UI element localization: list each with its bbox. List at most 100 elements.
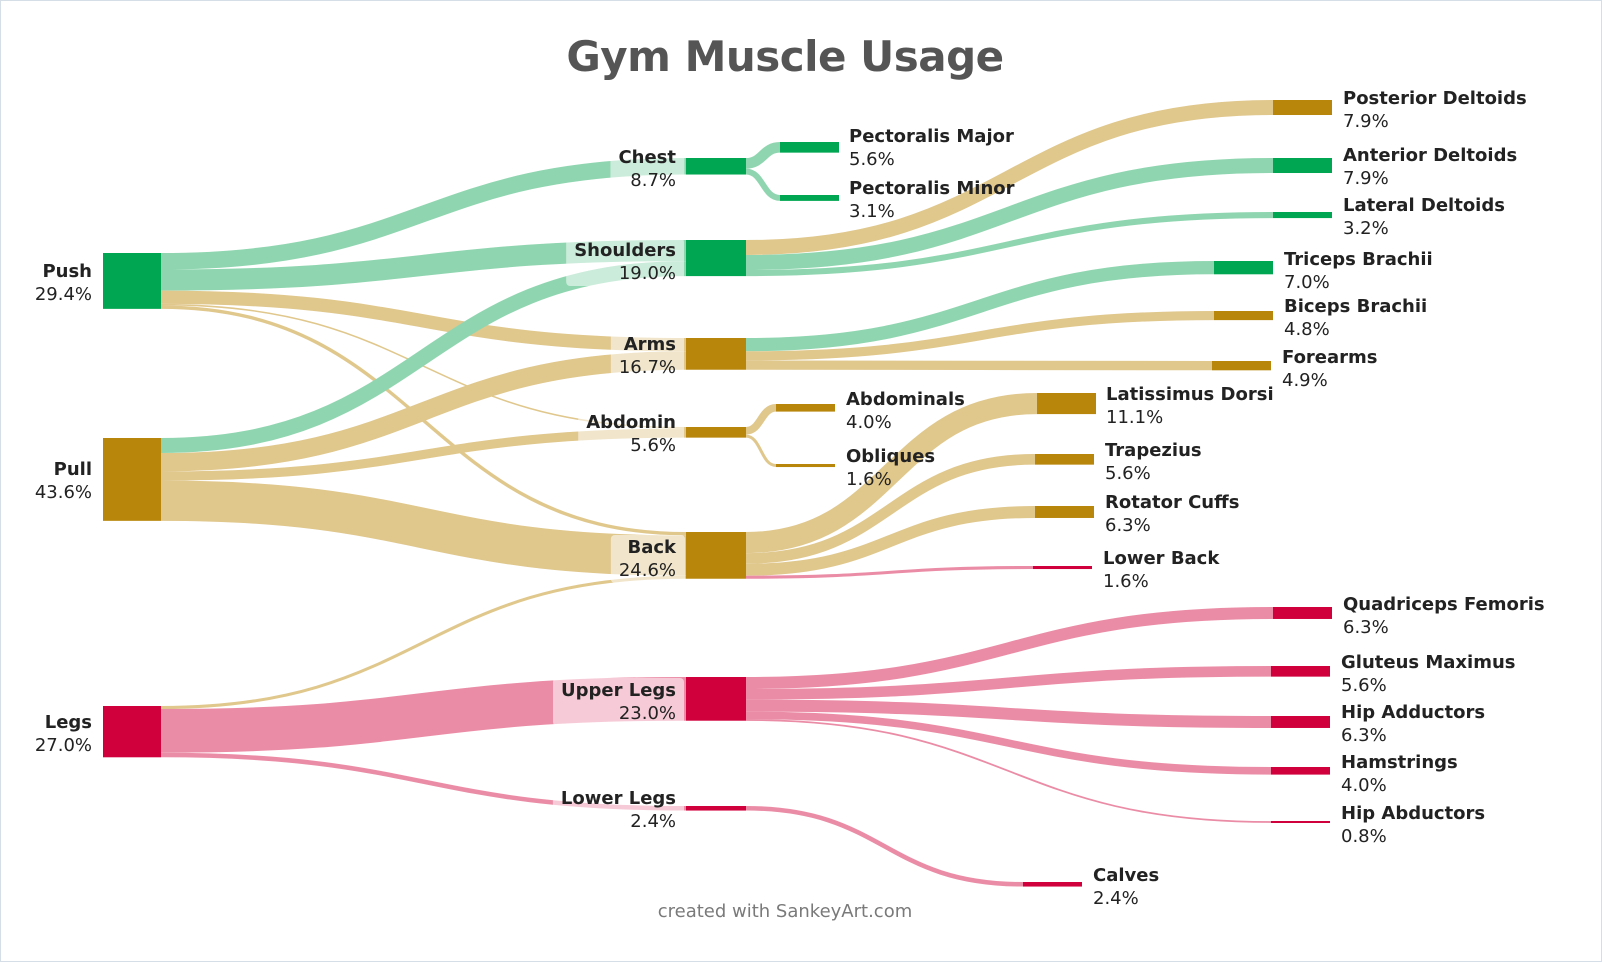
link-upperlegs-hipadd xyxy=(745,699,1272,728)
link-upperlegs-glutes xyxy=(745,666,1272,700)
node-abdomin xyxy=(686,427,746,438)
node-obliques xyxy=(776,464,835,468)
label-value-lowerlegs: 2.4% xyxy=(630,811,676,832)
label-name-quads: Quadriceps Femoris xyxy=(1343,594,1545,615)
label-value-postdelt: 7.9% xyxy=(1343,111,1389,132)
node-chest xyxy=(686,158,746,175)
link-back-rotator xyxy=(745,506,1036,576)
label-value-arms: 16.7% xyxy=(619,357,676,378)
label-value-latdelt: 3.2% xyxy=(1343,218,1389,239)
link-chest-pecmin xyxy=(745,168,781,201)
node-trapezius xyxy=(1035,454,1094,465)
label-name-trapezius: Trapezius xyxy=(1105,440,1202,461)
nodes-layer xyxy=(103,100,1332,887)
label-name-biceps: Biceps Brachii xyxy=(1284,296,1427,317)
node-quads xyxy=(1273,607,1332,619)
label-name-back: Back xyxy=(627,537,677,558)
credit-text: created with SankeyArt.com xyxy=(657,901,913,922)
link-back-lowerback xyxy=(745,566,1034,579)
link-abdomin-abdominals xyxy=(745,404,777,435)
link-shoulders-postdelt xyxy=(745,100,1274,256)
node-lowerback xyxy=(1033,566,1092,570)
label-value-pecmaj: 5.6% xyxy=(849,149,895,170)
label-name-hipadd: Hip Adductors xyxy=(1341,702,1485,723)
label-value-abdominals: 4.0% xyxy=(846,412,892,433)
link-arms-biceps xyxy=(745,311,1215,361)
label-value-calves: 2.4% xyxy=(1093,888,1139,909)
node-biceps xyxy=(1214,311,1273,321)
label-value-forearms: 4.9% xyxy=(1282,370,1328,391)
node-hamstrings xyxy=(1271,767,1330,775)
node-postdelt xyxy=(1273,100,1332,116)
label-value-glutes: 5.6% xyxy=(1341,675,1387,696)
label-bg-shoulders xyxy=(566,238,684,286)
label-value-lowerback: 1.6% xyxy=(1103,571,1149,592)
link-legs-back xyxy=(160,575,687,710)
label-name-hipabd: Hip Abductors xyxy=(1341,803,1485,824)
label-name-pecmaj: Pectoralis Major xyxy=(849,126,1014,147)
node-hipabd xyxy=(1271,821,1330,823)
label-name-triceps: Triceps Brachii xyxy=(1284,249,1433,270)
link-push-chest xyxy=(160,158,687,270)
label-value-legs: 27.0% xyxy=(35,735,92,756)
link-push-arms xyxy=(160,290,687,352)
label-value-hipabd: 0.8% xyxy=(1341,826,1387,847)
chart-title: Gym Muscle Usage xyxy=(566,32,1004,81)
label-name-antdelt: Anterior Deltoids xyxy=(1343,145,1517,166)
label-bg-arms xyxy=(610,332,684,380)
node-pull xyxy=(103,438,161,521)
node-forearms xyxy=(1212,361,1271,371)
node-rotator xyxy=(1035,506,1094,518)
node-antdelt xyxy=(1273,158,1332,174)
label-name-arms: Arms xyxy=(624,334,676,355)
label-value-pecmin: 3.1% xyxy=(849,201,895,222)
link-pull-arms xyxy=(160,351,687,472)
label-name-pull: Pull xyxy=(54,459,92,480)
label-name-chest: Chest xyxy=(618,147,676,168)
node-back xyxy=(686,532,746,579)
label-backgrounds xyxy=(552,145,686,834)
link-lowerlegs-calves xyxy=(745,806,1024,887)
label-name-obliques: Obliques xyxy=(846,446,935,467)
label-value-rotator: 6.3% xyxy=(1105,515,1151,536)
label-name-lowerlegs: Lower Legs xyxy=(561,788,676,809)
label-bg-back xyxy=(610,535,686,583)
link-arms-triceps xyxy=(745,261,1215,352)
label-value-triceps: 7.0% xyxy=(1284,272,1330,293)
label-value-pull: 43.6% xyxy=(35,482,92,503)
link-back-latdorsi xyxy=(745,393,1038,554)
node-legs xyxy=(103,706,161,758)
node-arms xyxy=(686,338,746,370)
node-shoulders xyxy=(686,240,746,277)
label-name-forearms: Forearms xyxy=(1282,347,1378,368)
label-name-push: Push xyxy=(42,261,92,282)
node-pecmin xyxy=(780,195,839,201)
label-value-abdomin: 5.6% xyxy=(630,435,676,456)
link-back-trapezius xyxy=(745,454,1036,564)
label-value-shoulders: 19.0% xyxy=(619,263,676,284)
label-name-postdelt: Posterior Deltoids xyxy=(1343,88,1527,109)
label-name-hamstrings: Hamstrings xyxy=(1341,752,1458,773)
label-name-upperlegs: Upper Legs xyxy=(561,680,676,701)
label-value-antdelt: 7.9% xyxy=(1343,168,1389,189)
label-value-hamstrings: 4.0% xyxy=(1341,775,1387,796)
label-name-abdomin: Abdomin xyxy=(586,412,676,433)
label-bg-chest xyxy=(610,145,685,193)
